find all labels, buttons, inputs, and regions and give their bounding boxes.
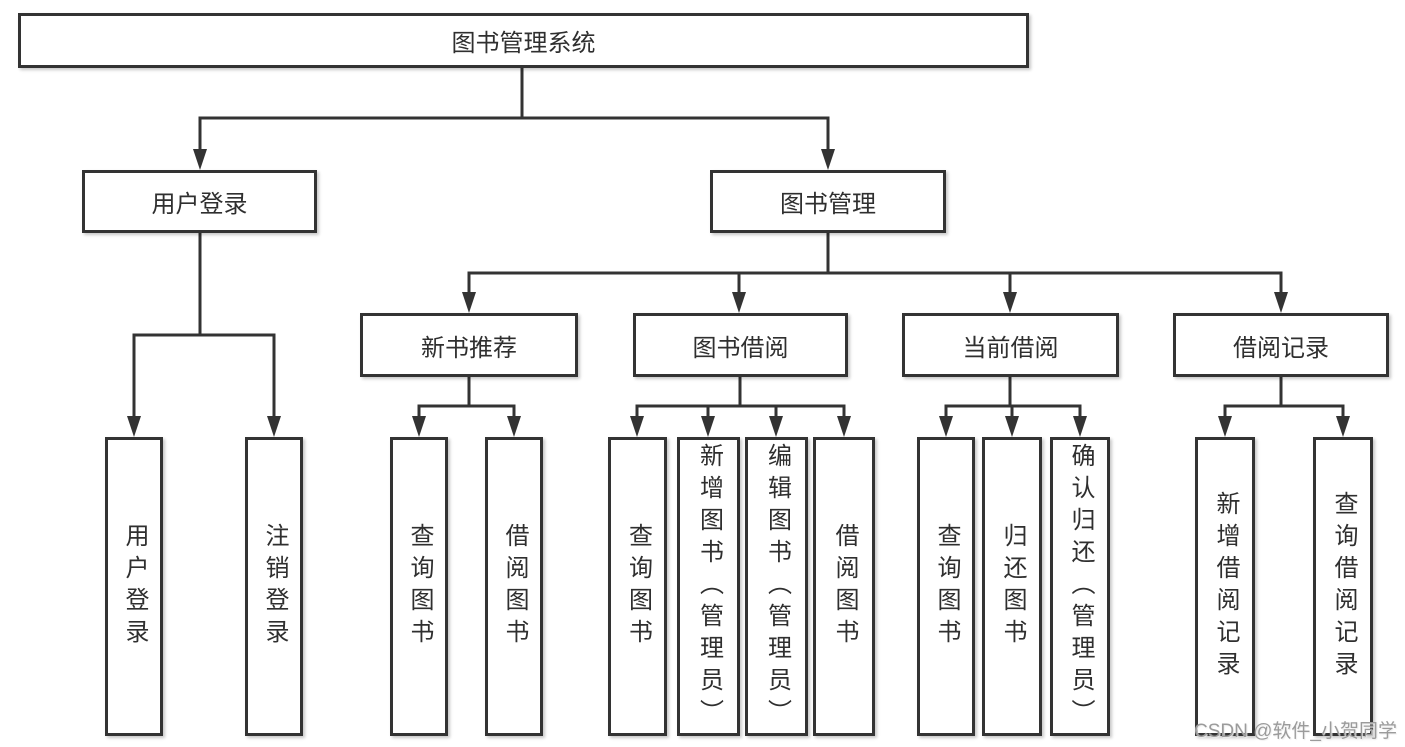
- node-user-login-branch: 用户登录: [82, 170, 317, 233]
- node-new-book-recommendation: 新书推荐: [360, 313, 578, 377]
- leaf-add-borrow-record: 新增借阅记录: [1195, 437, 1255, 736]
- leaf-return-books: 归还图书: [982, 437, 1042, 736]
- leaf-user-login: 用户登录: [105, 437, 163, 736]
- leaf-borrowing-query-books: 查询图书: [608, 437, 667, 736]
- leaf-edit-books-admin: 编辑图书（管理员）: [745, 437, 808, 736]
- leaf-confirm-return-admin: 确认归还（管理员）: [1050, 437, 1110, 736]
- leaf-query-borrow-record: 查询借阅记录: [1313, 437, 1373, 736]
- leaf-recommend-query-books: 查询图书: [390, 437, 448, 736]
- leaf-current-query-books: 查询图书: [917, 437, 975, 736]
- node-borrowing-records: 借阅记录: [1173, 313, 1389, 377]
- watermark: CSDN @软件_小贺同学: [1194, 721, 1397, 742]
- node-book-management-branch: 图书管理: [710, 170, 946, 233]
- leaf-logout-login: 注销登录: [245, 437, 303, 736]
- node-current-borrowing: 当前借阅: [902, 313, 1119, 377]
- leaf-borrowing-borrow-books: 借阅图书: [813, 437, 875, 736]
- leaf-recommend-borrow-books: 借阅图书: [485, 437, 543, 736]
- node-book-borrowing: 图书借阅: [633, 313, 848, 377]
- node-library-management-system: 图书管理系统: [18, 13, 1029, 68]
- leaf-add-books-admin: 新增图书（管理员）: [677, 437, 740, 736]
